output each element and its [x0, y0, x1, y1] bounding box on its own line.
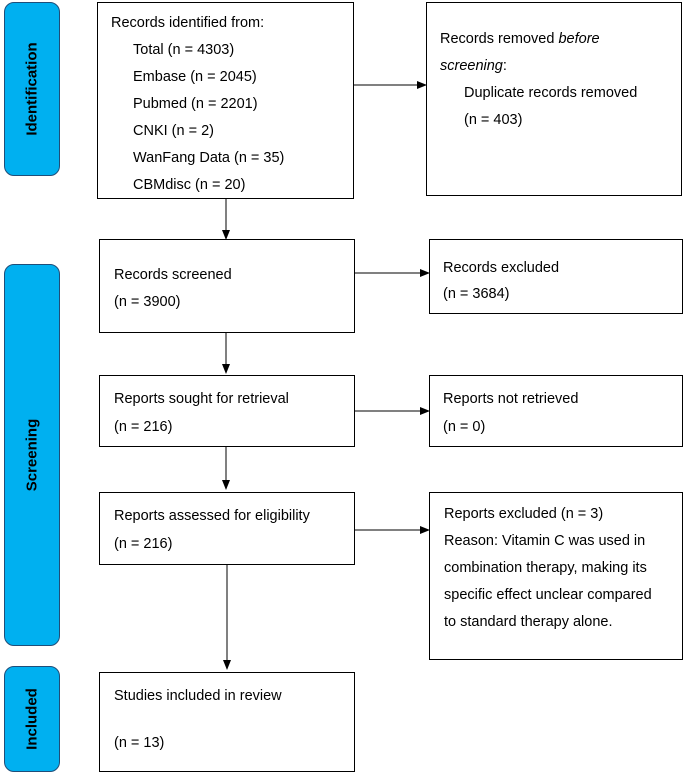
- phase-screening: Screening: [4, 264, 60, 646]
- reports-excluded-label: Reports excluded (n = 3): [444, 506, 604, 522]
- studies-included-label: Studies included in review: [114, 688, 282, 704]
- reports-excluded-box: Reports excluded (n = 3) Reason: Vitamin…: [429, 492, 683, 660]
- reports-assessed-box: Reports assessed for eligibility (n = 21…: [99, 492, 355, 565]
- reports-sought-box: Reports sought for retrieval (n = 216): [99, 375, 355, 447]
- source-wanfang: WanFang Data (n = 35): [133, 150, 285, 166]
- reports-not-retrieved-box: Reports not retrieved (n = 0): [429, 375, 683, 447]
- reports-sought-label: Reports sought for retrieval: [114, 391, 289, 407]
- records-removed-heading: Records removed before: [440, 31, 600, 47]
- reports-assessed-count: (n = 216): [114, 536, 173, 552]
- duplicate-records-label: Duplicate records removed: [464, 85, 638, 101]
- phase-included: Included: [4, 666, 60, 772]
- duplicate-records-count: (n = 403): [464, 112, 523, 128]
- source-cnki: CNKI (n = 2): [133, 123, 214, 139]
- reports-not-retrieved-count: (n = 0): [443, 419, 486, 435]
- records-excluded-count: (n = 3684): [443, 286, 510, 302]
- records-identified-heading: Records identified from:: [111, 15, 265, 31]
- reports-excluded-reason-line-4: to standard therapy alone.: [444, 614, 613, 630]
- reports-assessed-label: Reports assessed for eligibility: [114, 508, 310, 524]
- records-screened-label: Records screened: [114, 267, 232, 283]
- source-pubmed: Pubmed (n = 2201): [133, 96, 258, 112]
- reports-excluded-reason-line-2: combination therapy, making its: [444, 560, 647, 576]
- reports-excluded-reason-line-1: Reason: Vitamin C was used in: [444, 533, 646, 549]
- source-embase: Embase (n = 2045): [133, 69, 257, 85]
- records-removed-heading-cont: screening:: [440, 58, 507, 74]
- records-screened-count: (n = 3900): [114, 294, 181, 310]
- records-identified-box: Records identified from: Total (n = 4303…: [97, 2, 354, 199]
- studies-included-count: (n = 13): [114, 735, 165, 751]
- reports-excluded-reason-line-3: specific effect unclear compared: [444, 587, 652, 603]
- records-screened-box: Records screened (n = 3900): [99, 239, 355, 333]
- phase-identification: Identification: [4, 2, 60, 176]
- source-cbmdisc: CBMdisc (n = 20): [133, 177, 246, 193]
- source-total: Total (n = 4303): [133, 42, 235, 58]
- reports-sought-count: (n = 216): [114, 419, 173, 435]
- records-excluded-label: Records excluded: [443, 260, 560, 276]
- studies-included-box: Studies included in review (n = 13): [99, 672, 355, 772]
- reports-not-retrieved-label: Reports not retrieved: [443, 391, 579, 407]
- records-excluded-box: Records excluded (n = 3684): [429, 239, 683, 314]
- records-removed-box: Records removed before screening: Duplic…: [426, 2, 682, 196]
